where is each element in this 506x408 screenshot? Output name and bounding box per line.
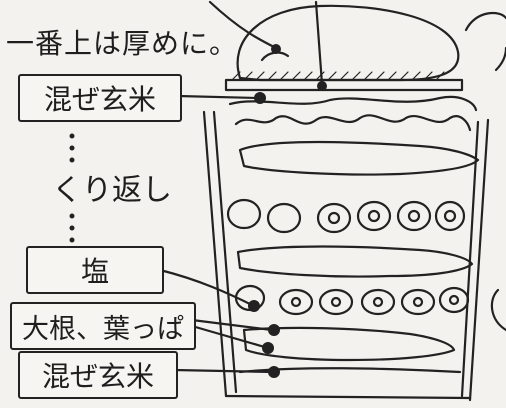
leader-top-note-2 bbox=[314, 0, 324, 86]
lid bbox=[224, 78, 464, 92]
leader-top-note bbox=[208, 0, 278, 50]
leader-layer-top bbox=[176, 94, 260, 100]
daikon-slices-row-2 bbox=[234, 284, 470, 316]
layer-label-top: 混ぜ玄米 bbox=[18, 74, 182, 122]
layer-label-bottom: 混ぜ玄米 bbox=[18, 351, 178, 399]
barrel-left-wall bbox=[202, 110, 238, 398]
daikon-label-text: 大根、葉っぱ bbox=[22, 313, 184, 345]
layer-label-bottom-text: 混ぜ玄米 bbox=[41, 360, 154, 393]
leader-daikon bbox=[190, 318, 274, 350]
repeat-label: くり返し bbox=[52, 173, 172, 208]
salt-label-text: 塩 bbox=[80, 255, 109, 288]
daikon-layer-2 bbox=[236, 245, 474, 278]
layer-label-top-text: 混ぜ玄米 bbox=[43, 83, 156, 116]
barrel-bottom bbox=[224, 394, 472, 400]
top-note-label: 一番上は厚めに。 bbox=[6, 27, 239, 60]
barrel-right-wall bbox=[460, 118, 490, 402]
leader-layer-bottom bbox=[172, 368, 276, 374]
daikon-slices-row-1 bbox=[226, 198, 466, 234]
daikon-layer-1 bbox=[238, 140, 480, 176]
leader-salt bbox=[158, 268, 256, 308]
weight-stone bbox=[236, 4, 460, 82]
salt-label: 塩 bbox=[26, 246, 164, 294]
daikon-layer-3 bbox=[242, 326, 456, 362]
daikon-label: 大根、葉っぱ bbox=[10, 302, 196, 350]
